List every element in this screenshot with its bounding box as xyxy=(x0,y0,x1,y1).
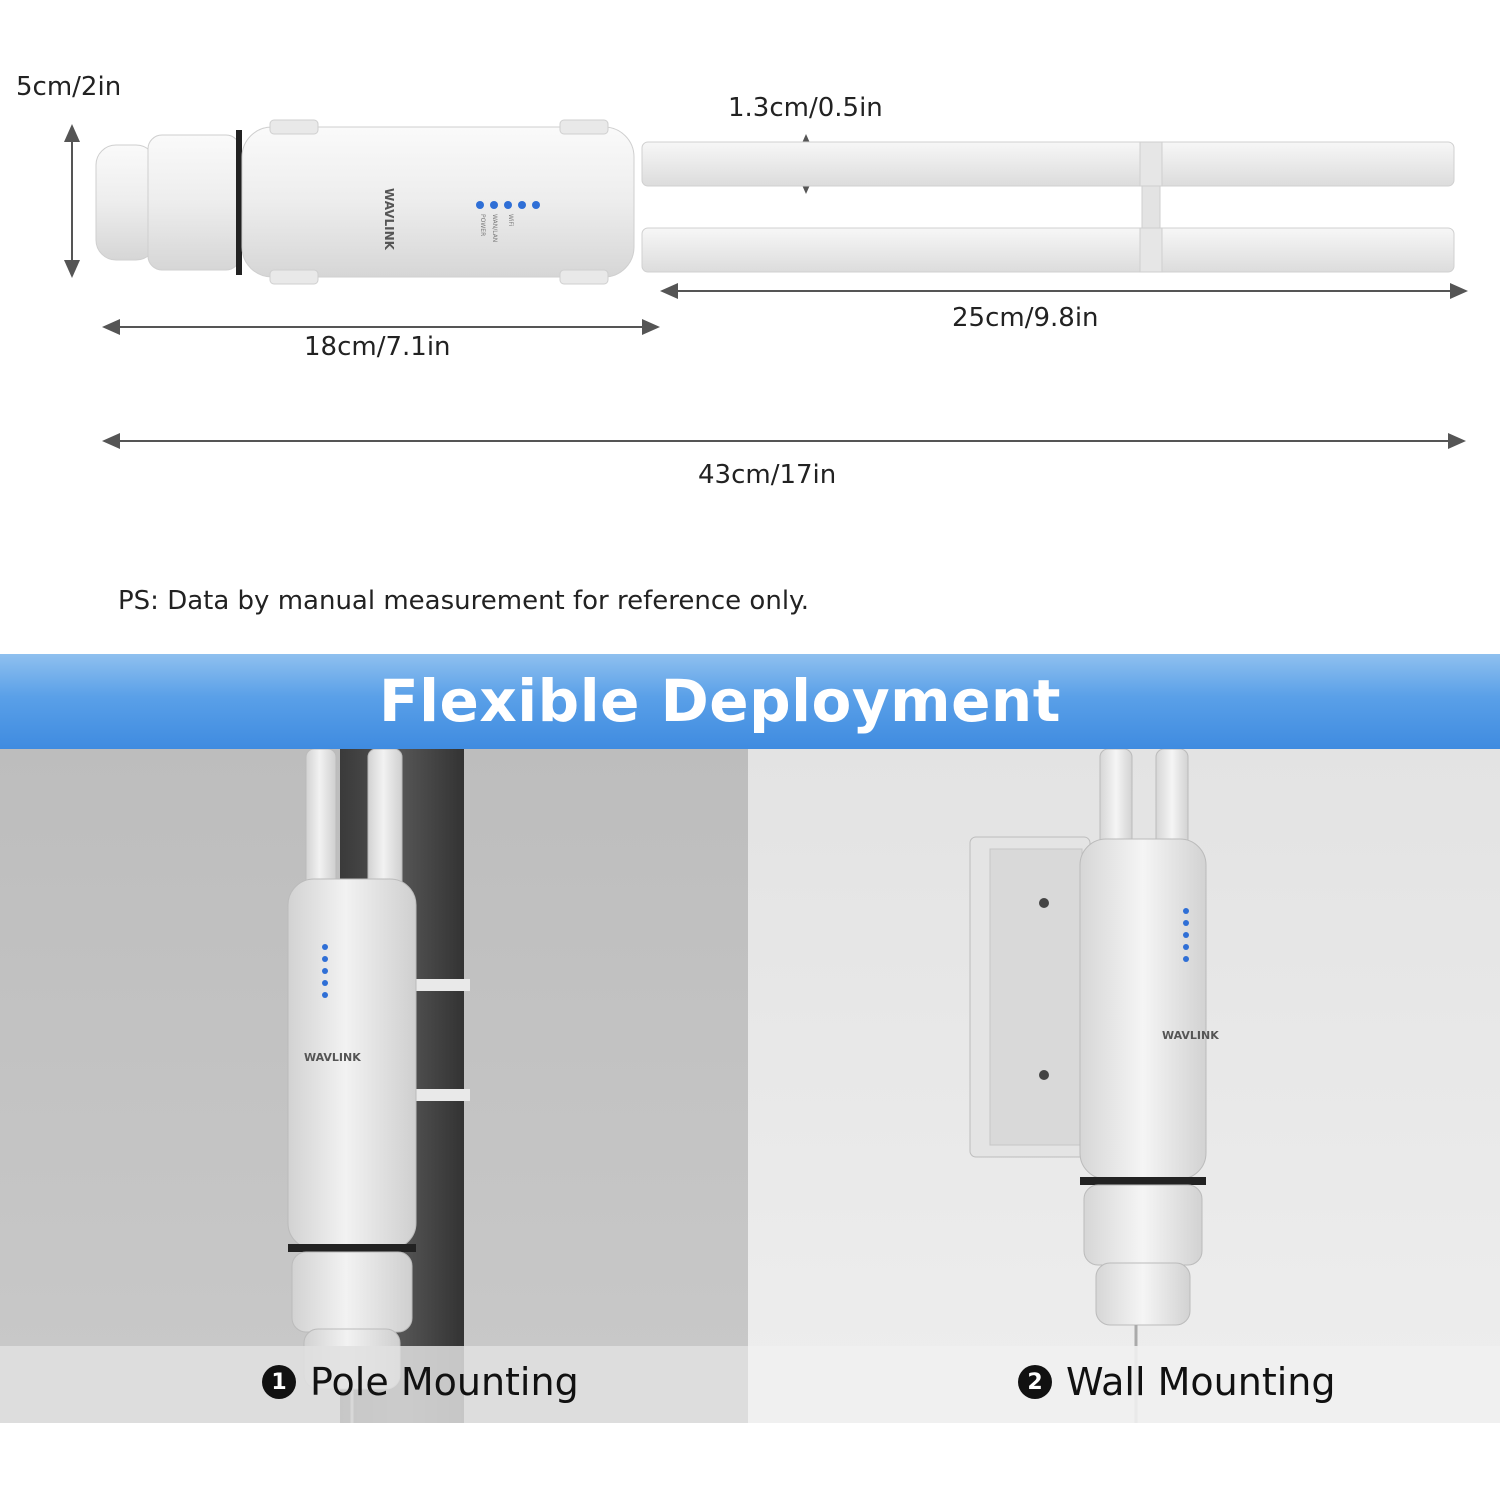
wall-mounting-caption: 2 Wall Mounting xyxy=(1018,1360,1336,1404)
measurement-note: PS: Data by manual measurement for refer… xyxy=(118,586,809,616)
antenna-top xyxy=(641,141,1455,187)
pole-mounting-panel: WAVLINK xyxy=(0,749,748,1423)
wall-device-brand: WAVLINK xyxy=(1162,1029,1219,1042)
pole-device-leds xyxy=(322,944,328,998)
number-two-badge: 2 xyxy=(1018,1365,1052,1399)
wall-mounting-panel: WAVLINK xyxy=(748,749,1500,1423)
total-length-label: 43cm/17in xyxy=(698,460,837,490)
pole-device-brand: WAVLINK xyxy=(304,1051,361,1064)
number-one-badge: 1 xyxy=(262,1365,296,1399)
pole-mounting-illustration xyxy=(287,749,470,1423)
status-leds xyxy=(476,201,540,209)
pole-mounting-label: Pole Mounting xyxy=(310,1360,579,1404)
wall-mounting-label: Wall Mounting xyxy=(1066,1360,1336,1404)
antenna-bottom xyxy=(641,227,1455,273)
led-label-wifi: WiFi xyxy=(507,214,514,227)
antenna-length-label: 25cm/9.8in xyxy=(952,303,1099,333)
led-label-wanlan: WAN/LAN xyxy=(491,214,498,243)
wall-device-leds xyxy=(1183,908,1189,962)
banner-title: Flexible Deployment xyxy=(379,667,1061,735)
body-length-label: 18cm/7.1in xyxy=(304,332,451,362)
wall-caption-bar xyxy=(748,1346,1500,1423)
antenna-diameter-label: 1.3cm/0.5in xyxy=(728,93,883,123)
deployment-banner: Flexible Deployment xyxy=(0,654,1500,749)
device-body xyxy=(95,119,635,285)
wall-mounting-illustration xyxy=(969,749,1207,1423)
device-brand-logo: WAVLINK xyxy=(382,188,396,250)
pole-caption-bar xyxy=(0,1346,748,1423)
led-label-power: POWER xyxy=(479,214,486,237)
height-label: 5cm/2in xyxy=(16,72,122,102)
pole-mounting-caption: 1 Pole Mounting xyxy=(262,1360,579,1404)
antenna-bridge xyxy=(1141,185,1161,229)
dimension-diagram xyxy=(64,119,1468,449)
